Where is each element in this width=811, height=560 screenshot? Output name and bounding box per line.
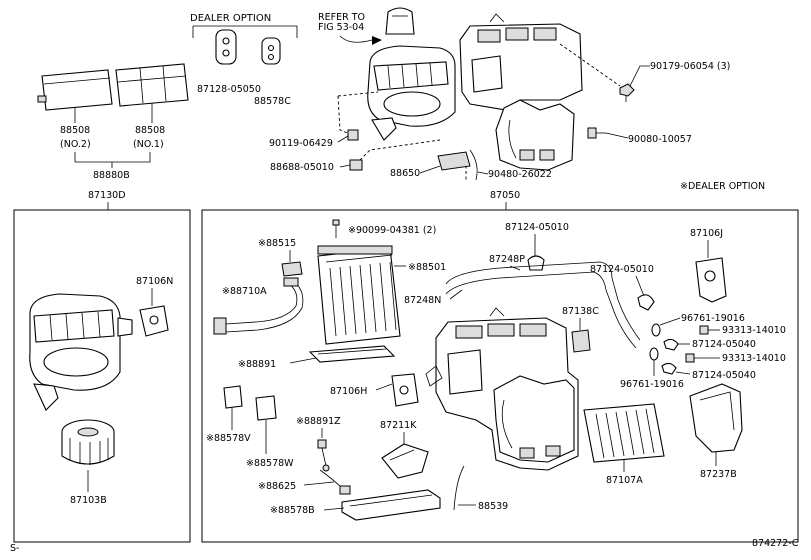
blower-motor-87103B [61, 419, 115, 465]
part-87237B [689, 383, 743, 453]
part-90119-06429 [347, 129, 359, 141]
part-87124-05010-a [527, 255, 545, 271]
label-87050: 87050 [490, 190, 520, 201]
label-87211K: 87211K [380, 420, 417, 431]
label-88578C: 88578C [254, 96, 291, 107]
box-87130D [13, 209, 191, 543]
label-87124-05010-b: 87124-05010 [590, 264, 654, 275]
blower-assembly-87130D [29, 293, 133, 411]
part-87106N [139, 305, 169, 337]
label-87106H: 87106H [330, 386, 367, 397]
part-87128-05050 [215, 29, 237, 65]
part-88578B [341, 489, 441, 521]
label-87106J: 87106J [690, 228, 723, 239]
part-90179-06054 [619, 83, 635, 102]
label-87128-05050: 87128-05050 [197, 84, 261, 95]
label-88508-b: 88508 [135, 125, 165, 136]
part-87211K [381, 443, 429, 479]
o-ring-96761-a [651, 323, 661, 337]
o-ring-96761-b [649, 347, 659, 361]
dealer-option-note: ※DEALER OPTION [680, 181, 765, 192]
clip-87124-05040-a [663, 338, 679, 351]
label-88650: 88650 [390, 168, 420, 179]
evaporator-88501 [317, 245, 401, 345]
part-88508-no2 [37, 69, 113, 111]
bolt-93313-b [685, 353, 695, 363]
clip-87124-05040-b [661, 362, 677, 375]
label-88515: ※88515 [258, 238, 296, 249]
label-87107A: 87107A [606, 475, 643, 486]
label-88710A: ※88710A [222, 286, 267, 297]
footer-left: S- [10, 543, 19, 554]
part-88625 [319, 469, 351, 495]
part-90080-10057 [587, 127, 606, 139]
label-88508-a: 88508 [60, 125, 90, 136]
label-87248P: 87248P [489, 254, 525, 265]
label-88508-b-sub: (NO.1) [133, 139, 164, 150]
dealer-option-group: DEALER OPTION 87128-05050 88578C [190, 13, 298, 107]
part-90480-26022 [469, 149, 478, 181]
part-88578V [223, 385, 243, 409]
part-87138C [571, 329, 591, 353]
part-88710A [213, 277, 304, 335]
label-88578W: ※88578W [246, 458, 294, 469]
label-93313-14010-a: 93313-14010 [722, 325, 786, 336]
label-87124-05040-b: 87124-05040 [692, 370, 756, 381]
part-90099-04381 [332, 219, 340, 238]
part-88578W [255, 395, 277, 421]
label-88508-a-sub: (NO.2) [60, 139, 91, 150]
label-87124-05040-a: 87124-05040 [692, 339, 756, 350]
label-90480-26022: 90480-26022 [488, 169, 552, 180]
label-90080-10057: 90080-10057 [628, 134, 692, 145]
part-87106H [391, 373, 419, 407]
box-87050 [201, 209, 799, 543]
label-87138C: 87138C [562, 306, 599, 317]
part-88650 [437, 151, 471, 171]
label-88880B: 88880B [93, 170, 130, 181]
part-87106J [695, 257, 727, 303]
label-87103B: 87103B [70, 495, 107, 506]
refer-line2: FIG 53-04 [318, 22, 364, 33]
label-90099-04381: ※90099-04381 (2) [348, 225, 436, 236]
part-87124-05010-b [637, 294, 655, 311]
part-88891Z [317, 439, 330, 472]
part-88539 [453, 465, 465, 511]
refer-line1: REFER TO [318, 12, 365, 23]
label-88539: 88539 [478, 501, 508, 512]
label-88688-05010: 88688-05010 [270, 162, 334, 173]
label-87237B: 87237B [700, 469, 737, 480]
part-88891 [308, 345, 396, 363]
label-88501: ※88501 [408, 262, 446, 273]
heater-unit-87050 [425, 307, 579, 471]
label-90119-06429: 90119-06429 [269, 138, 333, 149]
part-88688-05010 [349, 159, 363, 171]
heater-core-87107A [583, 403, 665, 463]
label-96761-19016-a: 96761-19016 [681, 313, 745, 324]
label-87106N: 87106N [136, 276, 173, 287]
label-93313-14010-b: 93313-14010 [722, 353, 786, 364]
dealer-option-label: DEALER OPTION [190, 13, 271, 24]
label-88578V: ※88578V [206, 433, 251, 444]
label-87124-05010-a: 87124-05010 [505, 222, 569, 233]
part-88508-no1 [115, 63, 189, 107]
footer-right: 874272-C [752, 538, 799, 549]
pipe-87248 [445, 261, 641, 349]
top-heater-assembly [367, 13, 583, 171]
label-96761-19016-b: 96761-19016 [620, 379, 684, 390]
label-87130D: 87130D [88, 190, 126, 201]
label-88625: ※88625 [258, 481, 296, 492]
part-88578C [261, 37, 281, 65]
label-88578B: ※88578B [270, 505, 315, 516]
part-88515 [281, 261, 303, 277]
label-88891: ※88891 [238, 359, 276, 370]
label-88891Z: ※88891Z [296, 416, 341, 427]
bolt-93313-a [699, 325, 709, 335]
refer-cap-part [385, 7, 415, 35]
label-90179-06054: 90179-06054 (3) [650, 61, 730, 72]
label-87248N: 87248N [404, 295, 441, 306]
